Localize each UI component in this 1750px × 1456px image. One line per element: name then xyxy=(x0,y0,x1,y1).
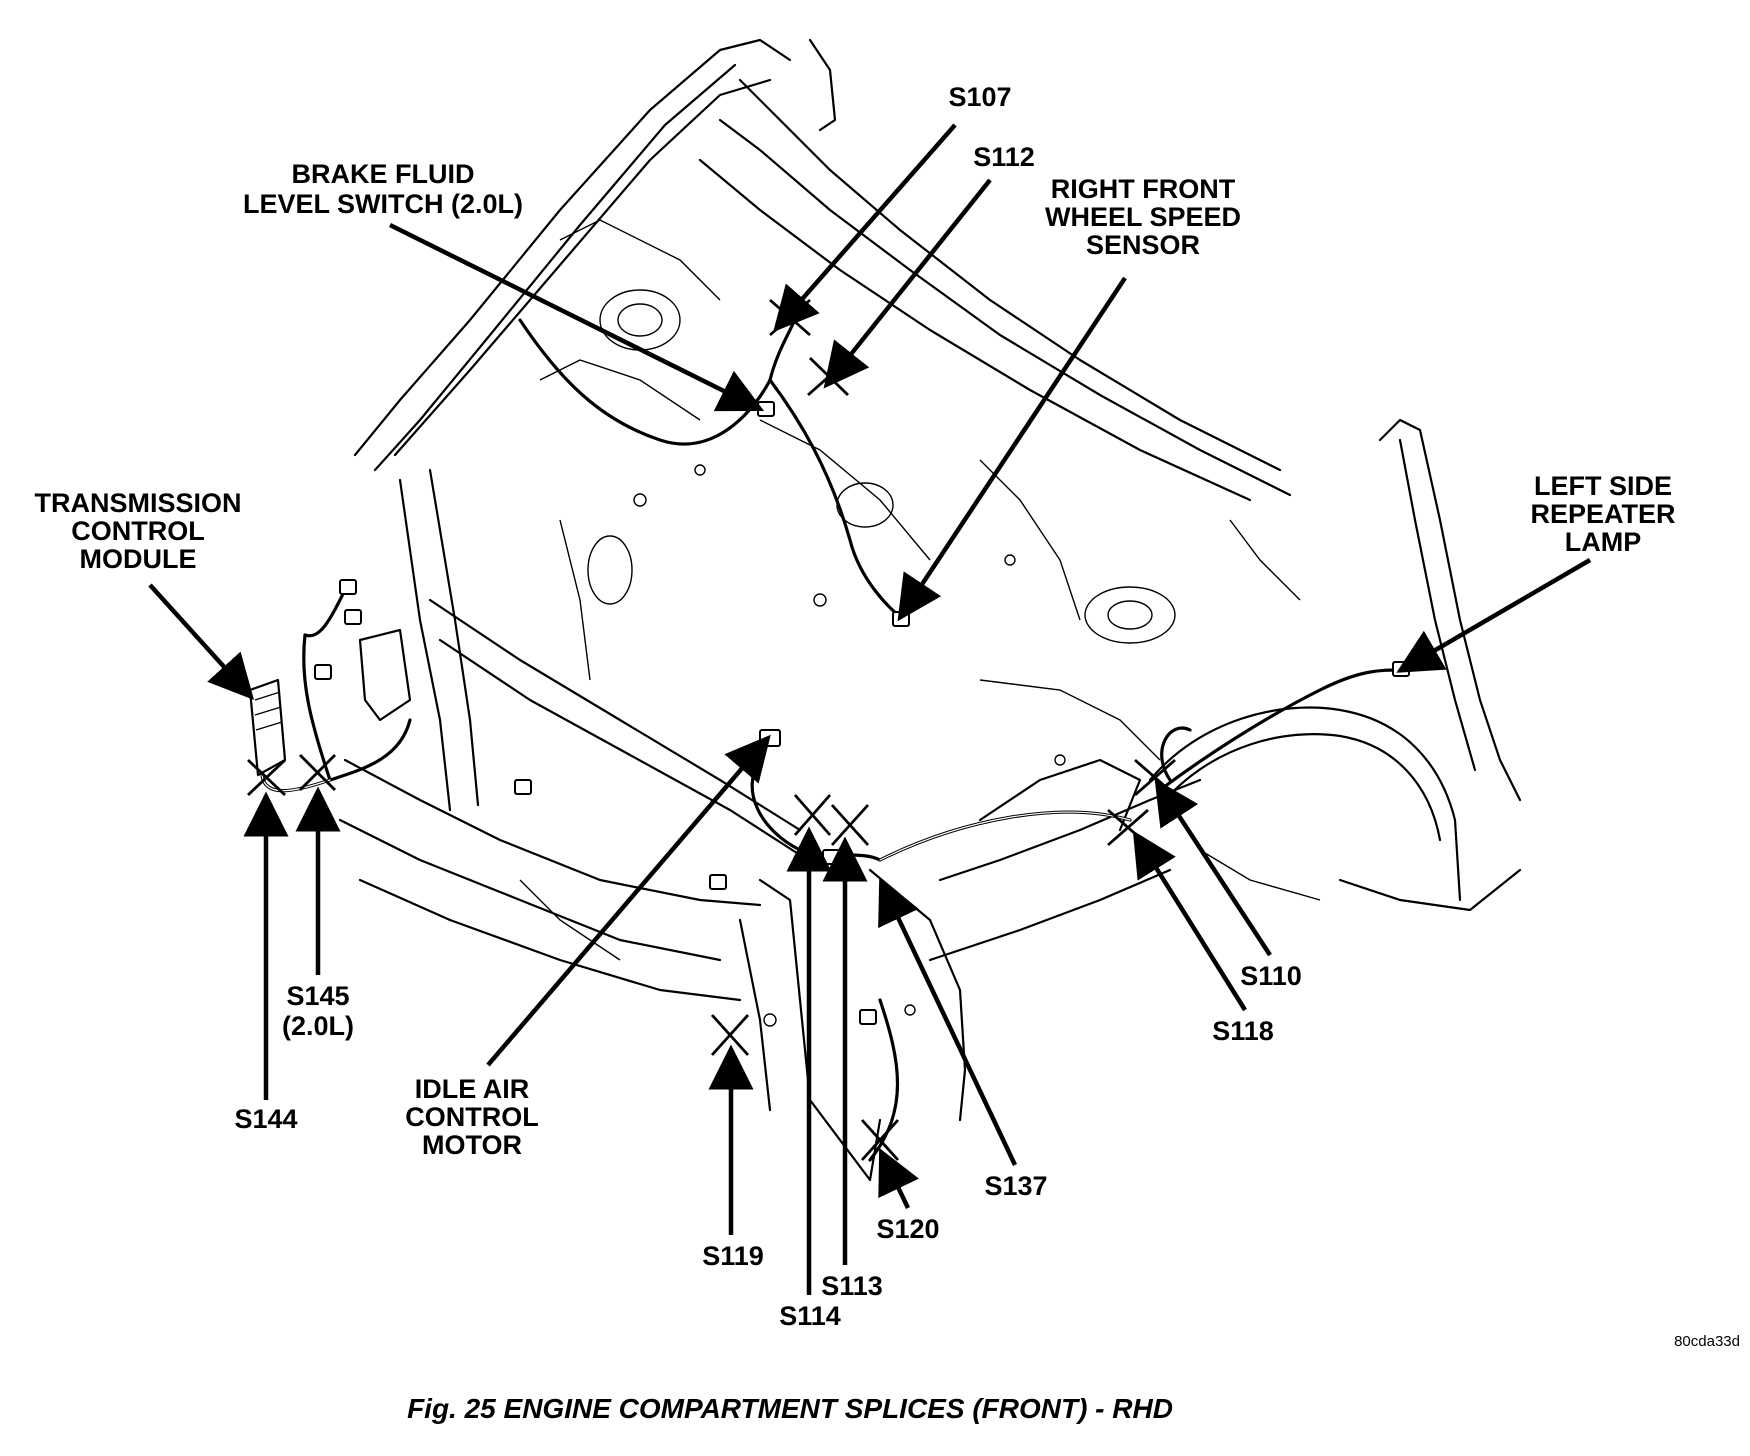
label-brake-fluid-line2: LEVEL SWITCH (2.0L) xyxy=(243,189,523,219)
connector xyxy=(822,849,844,865)
label-s118: S118 xyxy=(1212,1016,1274,1046)
connector xyxy=(344,609,362,625)
label-s144: S144 xyxy=(234,1104,297,1134)
splice-x-s114 xyxy=(793,794,832,836)
leader-iac xyxy=(486,734,771,1067)
label-iac-line3: MOTOR xyxy=(422,1130,522,1160)
leader-s110 xyxy=(1154,778,1272,957)
leader-s120 xyxy=(878,1147,919,1209)
label-rfwss-line3: SENSOR xyxy=(1086,230,1200,260)
leader-s118 xyxy=(1132,830,1247,1012)
leader-s107 xyxy=(773,123,957,333)
label-s145-line2: (2.0L) xyxy=(282,1011,354,1041)
leader-brake-fluid xyxy=(388,222,765,412)
leader-lines xyxy=(148,123,1592,1295)
label-s145-line1: S145 xyxy=(286,981,349,1011)
label-rfwss-line2: WHEEL SPEED xyxy=(1045,202,1241,232)
label-left-repeater-line2: REPEATER xyxy=(1530,499,1675,529)
leader-left-repeater xyxy=(1396,558,1592,673)
label-tcm-line3: MODULE xyxy=(80,544,197,574)
iac-connector xyxy=(759,729,781,747)
splice-marks xyxy=(247,298,1176,1161)
label-brake-fluid-line1: BRAKE FLUID xyxy=(292,159,475,189)
label-s107: S107 xyxy=(948,82,1011,112)
leader-right-front-wss xyxy=(897,276,1127,622)
connector xyxy=(514,779,532,795)
label-s110: S110 xyxy=(1240,961,1302,991)
label-rfwss-line1: RIGHT FRONT xyxy=(1051,174,1236,204)
label-s120: S120 xyxy=(876,1214,939,1244)
splice-x-s144 xyxy=(247,758,286,797)
splice-x-s145 xyxy=(299,754,336,791)
repeater-lamp-connector xyxy=(1392,661,1410,677)
connector xyxy=(314,664,332,680)
figure-code: 80cda33d xyxy=(1674,1333,1740,1350)
label-s137: S137 xyxy=(984,1171,1047,1201)
label-iac-line2: CONTROL xyxy=(405,1102,538,1132)
label-s114: S114 xyxy=(779,1301,841,1331)
splice-x-s118 xyxy=(1107,808,1149,847)
splice-x-s119 xyxy=(710,1014,750,1056)
splice-x-s113 xyxy=(830,804,870,846)
label-s112: S112 xyxy=(973,142,1035,172)
label-s119: S119 xyxy=(702,1241,764,1271)
label-left-repeater-line3: LAMP xyxy=(1565,527,1642,557)
connector xyxy=(859,1009,877,1025)
label-tcm-line2: CONTROL xyxy=(71,516,204,546)
label-s113: S113 xyxy=(821,1271,883,1301)
leader-tcm xyxy=(148,583,255,701)
leader-s112 xyxy=(823,178,992,389)
callout-labels: S107 S112 BRAKE FLUID LEVEL SWITCH (2.0L… xyxy=(34,82,1675,1331)
figure-caption: Fig. 25 ENGINE COMPARTMENT SPLICES (FRON… xyxy=(407,1393,1173,1424)
wheel-speed-connector xyxy=(892,611,910,627)
label-left-repeater-line1: LEFT SIDE xyxy=(1534,471,1672,501)
brake-fluid-connector xyxy=(757,401,775,417)
leader-s137 xyxy=(878,877,1018,1166)
label-tcm-line1: TRANSMISSION xyxy=(34,488,241,518)
label-iac-line1: IDLE AIR xyxy=(415,1074,530,1104)
connector xyxy=(339,579,357,595)
connector xyxy=(709,874,727,890)
